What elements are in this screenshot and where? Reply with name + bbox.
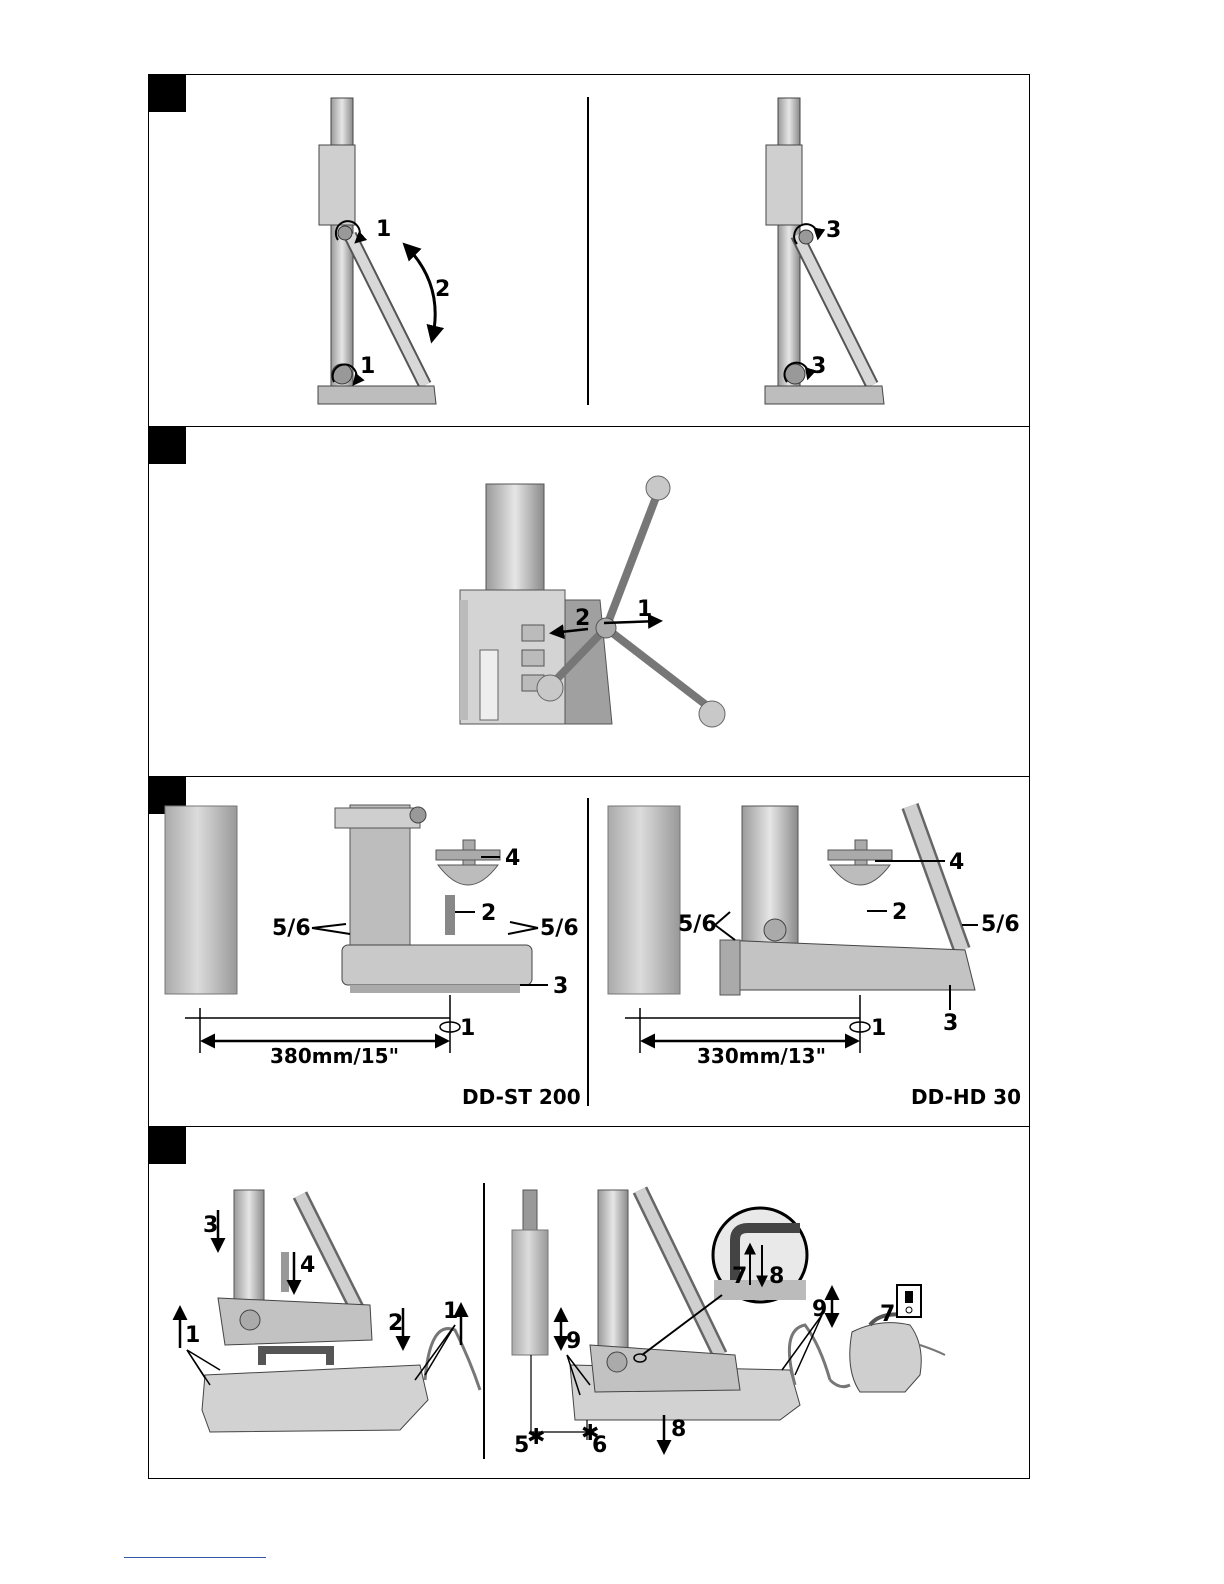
callout-label: 1 (360, 354, 375, 379)
swing-arrow-icon (405, 245, 435, 340)
model-label: DD-HD 30 (911, 1085, 1021, 1109)
callout-label: 5/6 (272, 916, 311, 941)
callout-label: 8 (671, 1417, 686, 1442)
base-illustration-dd-st-200 (335, 805, 532, 993)
callout-label: 2 (435, 277, 450, 302)
callout-label: 4 (949, 850, 964, 875)
asterisk-marker: ✱ (527, 1425, 545, 1450)
callout-label: 3 (826, 218, 841, 243)
callout-label: 1 (376, 217, 391, 242)
callout-label: 3 (203, 1213, 218, 1238)
base-illustration-dd-hd-30 (720, 806, 975, 995)
callout-label: 2 (388, 1311, 403, 1336)
callout-label: 2 (892, 900, 907, 925)
callout-label: 2 (481, 901, 496, 926)
callout-label: 5/6 (981, 912, 1020, 937)
callout-label: 3 (553, 974, 568, 999)
callout-label: 2 (575, 606, 590, 631)
callout-label: 4 (505, 846, 520, 871)
dimension-label: 380mm/15" (270, 1044, 399, 1068)
callout-label: 7 (732, 1264, 747, 1289)
callout-label: 5/6 (540, 916, 579, 941)
callout-label: 1 (185, 1323, 200, 1348)
handwheel-illustration (460, 476, 725, 727)
callout-label: 7 (880, 1302, 895, 1327)
callout-label: 1 (460, 1016, 475, 1041)
footer-underline (124, 1557, 266, 1558)
stand-illustration-folding (318, 98, 436, 404)
callout-label: 3 (943, 1011, 958, 1036)
callout-label: 4 (300, 1253, 315, 1278)
callout-label: 5 (514, 1433, 529, 1458)
callout-label: 3 (811, 354, 826, 379)
stand-on-vacuum-base-illustration (202, 1190, 480, 1432)
core-bit-illustration (608, 806, 680, 994)
callout-label: 9 (812, 1297, 827, 1322)
callout-label: 9 (566, 1329, 581, 1354)
callout-label: 1 (637, 597, 652, 622)
callout-label: 5/6 (678, 912, 717, 937)
dimension-label: 330mm/13" (697, 1044, 826, 1068)
core-bit-illustration (165, 806, 237, 994)
callout-label: 1 (871, 1016, 886, 1041)
model-label: DD-ST 200 (462, 1085, 581, 1109)
callout-label: 6 (592, 1433, 607, 1458)
callout-label: 1 (443, 1299, 458, 1324)
callout-label: 8 (769, 1264, 784, 1289)
